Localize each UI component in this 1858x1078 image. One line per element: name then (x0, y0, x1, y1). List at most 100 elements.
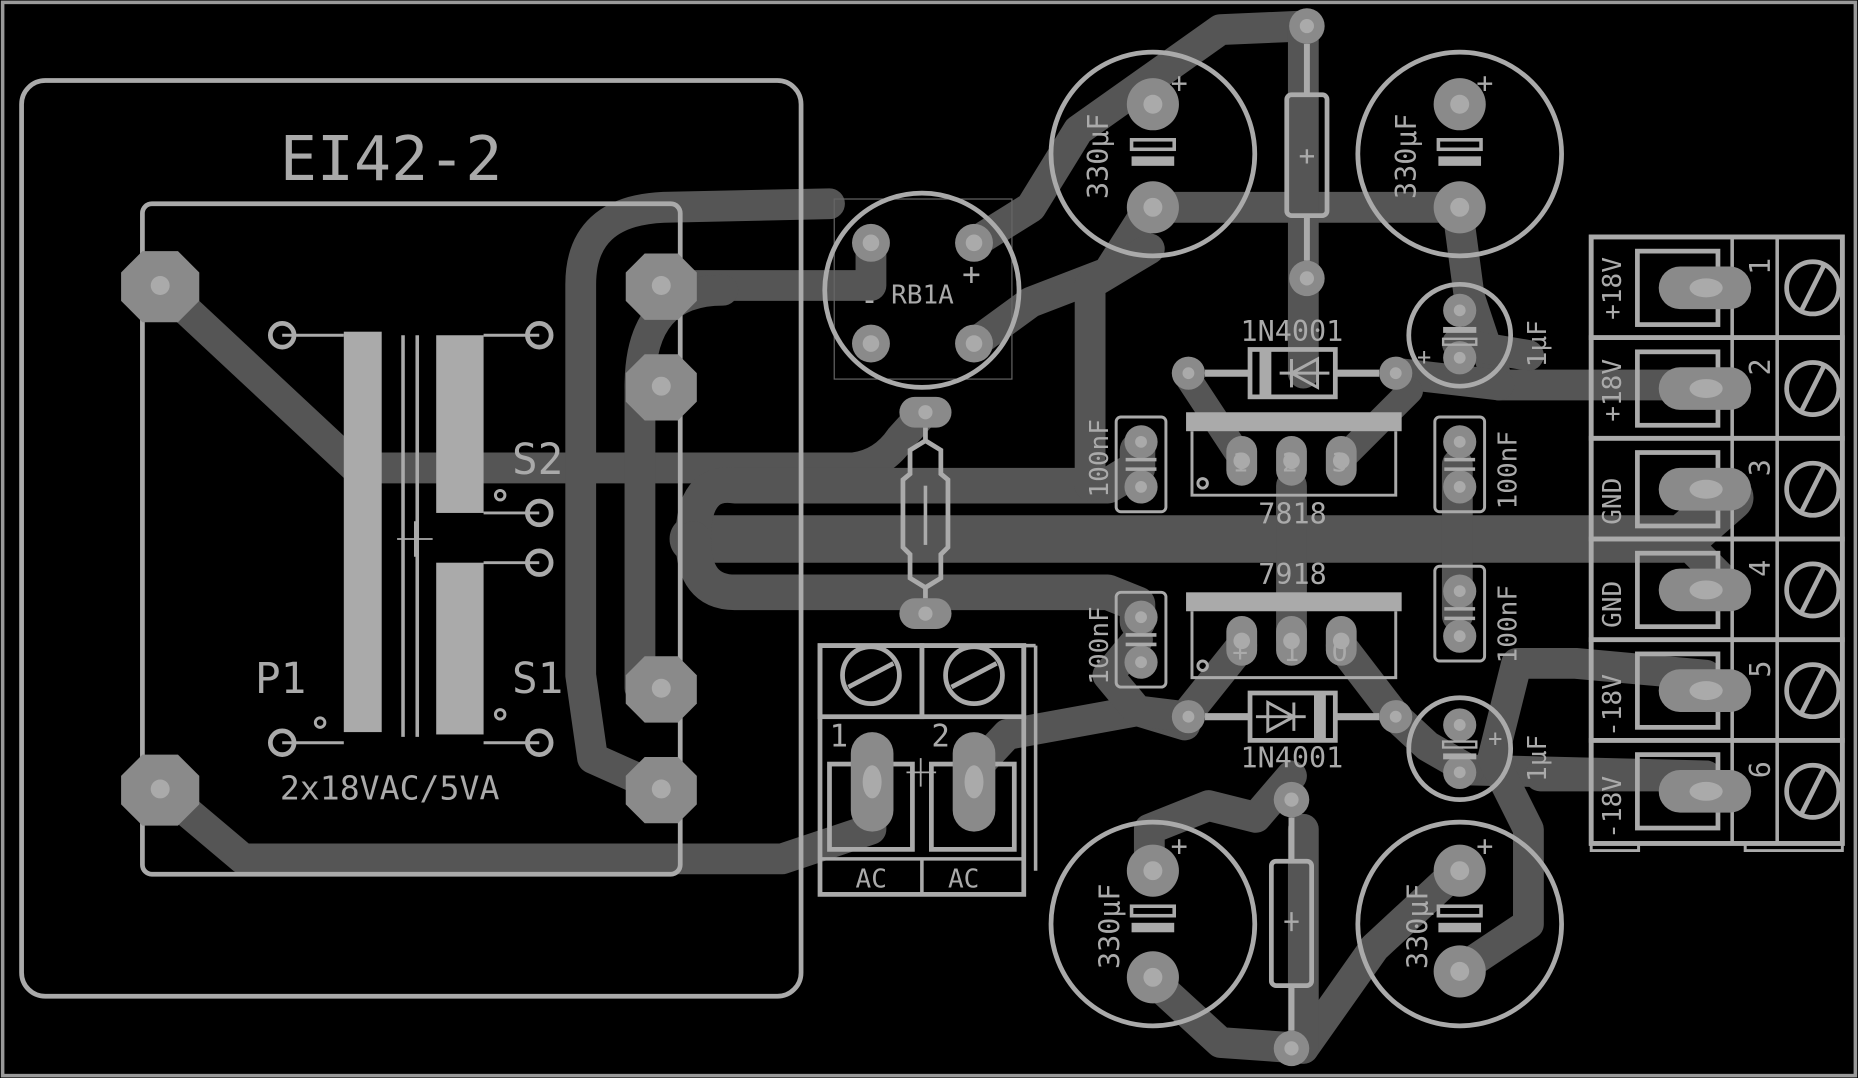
screw-icon (840, 644, 902, 707)
output-cell-6: -18V 6 (1588, 738, 1845, 846)
cap-outline (1433, 564, 1487, 663)
input-label-2: AC (948, 864, 979, 894)
screw-icon (1784, 360, 1842, 417)
drill (1284, 792, 1299, 807)
input-terminal-ac: 1 2 AC AC (817, 643, 1038, 897)
center-cross (397, 521, 433, 557)
cap-outline (1433, 415, 1487, 514)
drill (964, 765, 984, 799)
transformer-rating: 2x18VAC/5VA (280, 769, 500, 808)
winding-leads (282, 333, 540, 745)
drill (1299, 271, 1314, 286)
resistor-body (1284, 92, 1330, 218)
drill (1689, 379, 1723, 399)
cap-value: 100nF (1085, 419, 1115, 497)
drill (1332, 632, 1350, 650)
cap-outline (1406, 695, 1514, 802)
input-label-1: AC (856, 864, 887, 894)
drill (1689, 580, 1723, 600)
cap-330uf-top-right: + 330µF (1355, 49, 1564, 259)
transformer-outline (19, 78, 804, 999)
rectifier-bounding-box (833, 198, 1013, 380)
input-pin-2: 2 (931, 718, 950, 754)
cap-100nf-2: 100nF (1433, 415, 1524, 514)
output-cell-frame (1588, 738, 1845, 846)
regulator-tab (1186, 412, 1402, 432)
screw-slot (1798, 565, 1827, 615)
screw-slot (1798, 464, 1827, 514)
drill (1389, 710, 1402, 723)
screw-icon (1784, 662, 1842, 720)
label-s2: S2 (512, 435, 563, 485)
regulator-pin1-dot (1196, 477, 1209, 490)
drill (1135, 656, 1147, 669)
diode-cathode-band (1314, 693, 1326, 741)
cap-value: 1µF (1523, 320, 1553, 367)
screw-slot (950, 661, 998, 690)
cap-plate (1441, 740, 1478, 749)
cap-plate (1438, 156, 1482, 166)
cap-plate (1441, 337, 1478, 346)
rectifier-name: RB1A (891, 280, 954, 310)
diode-cathode-band (1259, 349, 1272, 397)
drill (918, 606, 933, 621)
tap-dot-6 (525, 728, 554, 757)
cap-value: 330µF (1082, 113, 1115, 199)
cap-plate (1129, 904, 1176, 918)
output-cell-5: -18V 5 (1588, 637, 1845, 743)
drill (1453, 766, 1466, 779)
cap-plus-sign: + (1476, 66, 1493, 99)
center-cross (906, 758, 937, 787)
cap-1uf-bottom: + 1µF (1406, 695, 1553, 802)
output-label-3: GND (1598, 478, 1628, 525)
core-right-top (436, 335, 484, 513)
drill (1135, 480, 1147, 493)
resistor-mark (1299, 149, 1314, 164)
drill (1233, 632, 1251, 650)
diode-top-name: 1N4001 (1241, 315, 1344, 348)
cap-100nf-3: 100nF (1085, 590, 1168, 689)
screw-icon (943, 644, 1005, 707)
rectifier-minus: - (860, 282, 879, 318)
diode-body (1247, 690, 1338, 743)
polarity-dot-1 (493, 488, 507, 502)
tap-dot-1 (267, 321, 297, 350)
drill (965, 335, 983, 352)
drill (1453, 585, 1466, 598)
output-pin-4: 4 (1744, 560, 1777, 577)
polarity-dot-2 (313, 716, 327, 729)
cap-plate (1444, 457, 1476, 471)
drill (1283, 632, 1300, 650)
resistor-body (1268, 858, 1314, 988)
cap-value: 100nF (1494, 431, 1524, 509)
drill (150, 779, 170, 799)
output-pin-5: 5 (1744, 660, 1777, 677)
drill (1143, 94, 1163, 114)
cap-value: 330µF (1094, 883, 1127, 969)
drill (918, 405, 933, 420)
cap-plate (1438, 922, 1482, 933)
cap-plate (1443, 326, 1477, 333)
diode-body (1247, 347, 1338, 400)
cap-value: 1µF (1523, 735, 1553, 782)
drill (1453, 630, 1466, 643)
drill (862, 234, 880, 252)
drill (1453, 480, 1466, 493)
drill (862, 765, 882, 799)
cap-plate (1131, 156, 1175, 166)
rectifier-plus: + (962, 256, 981, 292)
resistor-mark (1284, 912, 1299, 932)
drill (965, 234, 983, 252)
output-pin-3: 3 (1744, 459, 1777, 476)
output-terminal: +18V 1 +18V 2 GND 3 (1588, 234, 1845, 853)
polarity-dot-3 (493, 708, 507, 721)
cap-330uf-top-left: + 330µF (1048, 49, 1258, 259)
resistor-bottom (1268, 781, 1314, 1067)
cap-330uf-bottom-left: + 330µF (1048, 819, 1258, 1029)
cap-outline (1406, 281, 1514, 389)
core-right-bottom (436, 562, 484, 735)
cap-plate (1436, 138, 1483, 152)
bridge-rectifier-rb1a: RB1A + - (822, 190, 1022, 390)
regulator-tab (1186, 592, 1402, 612)
